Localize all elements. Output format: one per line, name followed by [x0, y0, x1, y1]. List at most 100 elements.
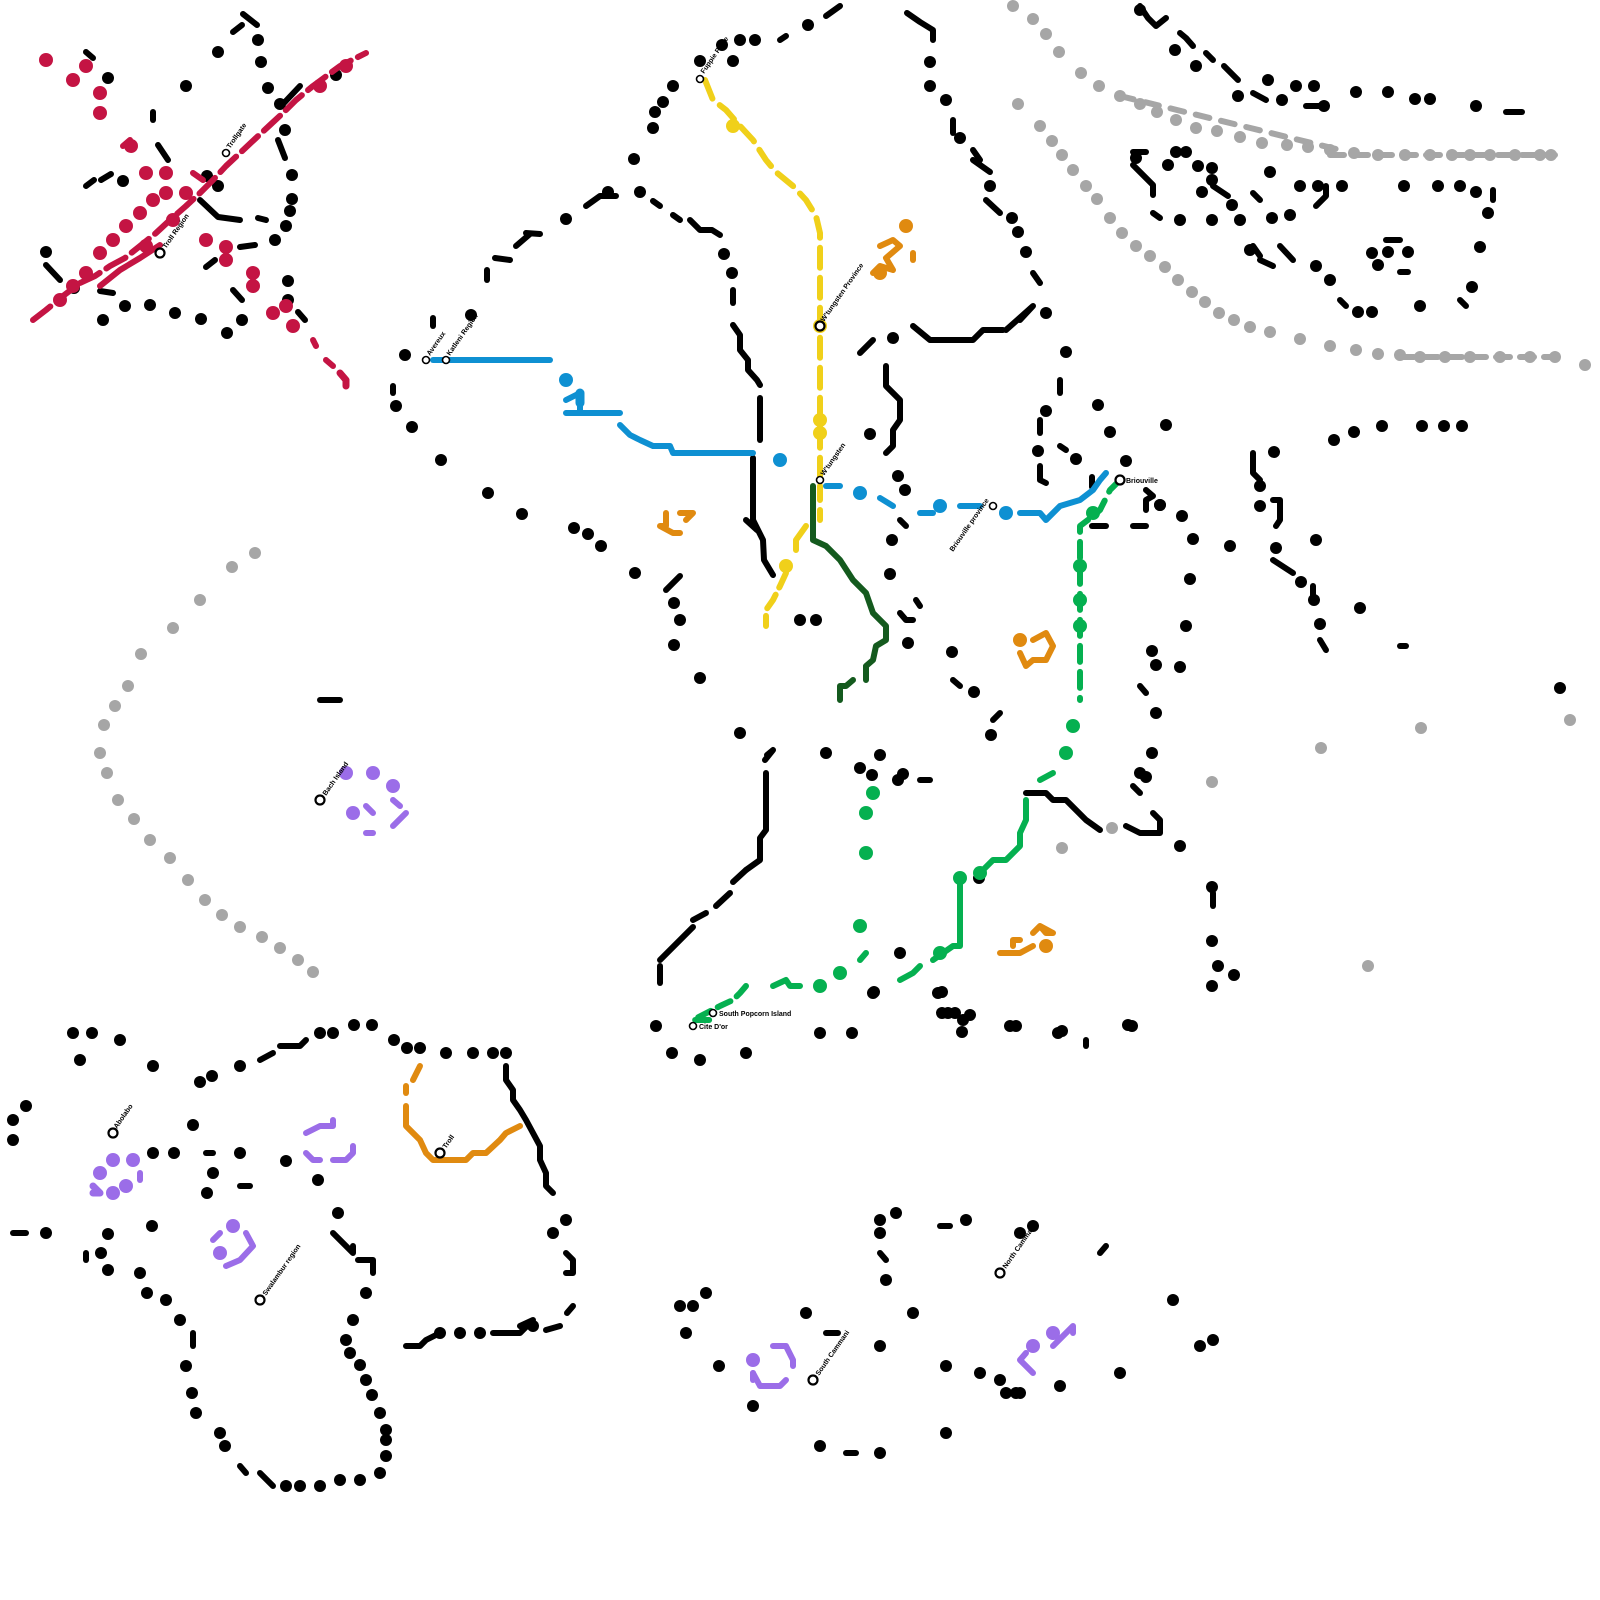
transit-lines-layer	[30, 50, 1123, 1389]
border-dot	[474, 1327, 486, 1339]
coast-dot	[1281, 139, 1293, 151]
coastline-layer	[94, 0, 1591, 978]
border-segment	[230, 22, 245, 35]
border-segment	[877, 1250, 889, 1263]
border-segment	[490, 1317, 536, 1336]
red-line-dot	[266, 306, 280, 320]
station-marker	[421, 355, 431, 365]
border-dot	[628, 153, 640, 165]
border-segment	[1317, 637, 1329, 653]
border-dot	[467, 1047, 479, 1059]
border-dot	[212, 180, 224, 192]
border-segment	[257, 1470, 276, 1489]
blue-line-segment	[877, 495, 896, 509]
border-dot	[946, 646, 958, 658]
border-dot	[7, 1134, 19, 1146]
border-dot	[1276, 94, 1288, 106]
border-dot	[1150, 659, 1162, 671]
coast-dot	[94, 747, 106, 759]
border-dot	[1006, 212, 1018, 224]
border-segment	[910, 323, 1006, 343]
border-dot	[102, 1264, 114, 1276]
blue-line-dot	[559, 373, 573, 387]
border-dot	[884, 568, 896, 580]
border-dot	[144, 299, 156, 311]
purple-line-dot	[126, 1153, 140, 1167]
border-segment	[750, 455, 776, 578]
border-dot	[674, 1300, 686, 1312]
coast-dot	[274, 942, 286, 954]
coast-dot	[1170, 114, 1182, 126]
coast-dot	[167, 622, 179, 634]
green-line-dot	[853, 919, 867, 933]
coast-dot	[1579, 359, 1591, 371]
border-dot	[1310, 534, 1322, 546]
border-dot	[1482, 207, 1494, 219]
border-dot	[284, 205, 296, 217]
border-dot	[1312, 180, 1324, 192]
border-segment	[983, 197, 1003, 216]
border-dot	[1310, 260, 1322, 272]
border-dot	[874, 1447, 886, 1459]
red-line-dot	[133, 206, 147, 220]
border-dot	[1372, 259, 1384, 271]
border-dot	[874, 1340, 886, 1352]
purple-line-dot	[746, 1353, 760, 1367]
border-segment	[970, 157, 993, 175]
border-dot	[560, 1214, 572, 1226]
coast-dot	[1172, 274, 1184, 286]
border-dot	[1470, 186, 1482, 198]
station-marker	[441, 355, 451, 365]
border-segment	[197, 197, 243, 223]
border-dot	[146, 1220, 158, 1232]
purple-line-dot	[1026, 1339, 1040, 1353]
border-dot	[327, 1027, 339, 1039]
border-segment	[670, 212, 683, 223]
border-dot	[334, 1474, 346, 1486]
border-segment	[1137, 683, 1149, 696]
border-segment	[1037, 463, 1049, 486]
blue-line-dot	[773, 453, 787, 467]
border-segment	[743, 770, 769, 873]
border-dot	[212, 46, 224, 58]
coast-dot	[307, 966, 319, 978]
border-dot	[500, 1047, 512, 1059]
border-dot	[846, 1027, 858, 1039]
border-dot	[401, 1042, 413, 1054]
coast-dot	[1256, 137, 1268, 149]
coast-dot	[1093, 80, 1105, 92]
border-dot	[380, 1424, 392, 1436]
border-dot	[74, 1054, 86, 1066]
border-dot	[255, 56, 267, 68]
border-dot	[960, 1214, 972, 1226]
purple-line-dot	[386, 779, 400, 793]
border-segment	[237, 1463, 249, 1476]
border-segment	[730, 322, 763, 388]
border-dot	[332, 1207, 344, 1219]
border-dot	[1194, 1340, 1206, 1352]
border-dot	[1366, 306, 1378, 318]
coast-dot	[249, 547, 261, 559]
border-dot	[1409, 93, 1421, 105]
coast-dot	[101, 767, 113, 779]
coast-dot	[1116, 227, 1128, 239]
border-segment	[730, 867, 749, 885]
border-dot	[147, 1147, 159, 1159]
border-layer	[7, 3, 1566, 1492]
border-dot	[907, 1307, 919, 1319]
border-dot	[1020, 246, 1032, 258]
border-dot	[716, 39, 728, 51]
red-line-dot	[279, 299, 293, 313]
border-dot	[406, 421, 418, 433]
border-dot	[668, 639, 680, 651]
border-dot	[1000, 1387, 1012, 1399]
station-label: Briouville	[1126, 478, 1158, 485]
border-dot	[1232, 90, 1244, 102]
coast-dot	[1324, 340, 1336, 352]
border-dot	[1176, 510, 1188, 522]
blue-line-dot	[999, 506, 1013, 520]
border-segment	[1097, 1243, 1109, 1256]
border-dot	[1040, 405, 1052, 417]
coast-dot	[1244, 321, 1256, 333]
